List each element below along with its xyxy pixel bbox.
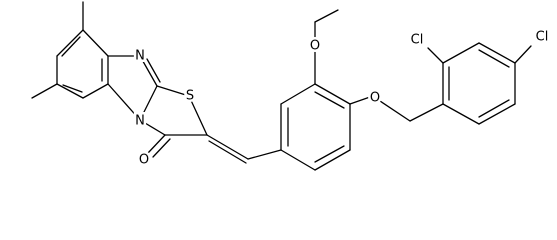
atom-label-layer: N N S O O O Cl Cl <box>133 27 551 170</box>
bond-carbonyl-b <box>152 138 171 158</box>
chemical-structure-diagram: N N S O O O Cl Cl <box>31 1 551 171</box>
atom-label-s-ring: S <box>186 89 194 104</box>
bond-aryl-5 <box>314 149 351 171</box>
bond-benzo-4-inner <box>62 84 83 93</box>
bond-benzo-2-inner <box>61 36 81 57</box>
bond-dcp-6 <box>442 103 480 125</box>
bond-cl-ortho <box>427 47 444 64</box>
bond-aryl-5-inner <box>314 145 345 163</box>
bond-dcp-3-inner <box>478 49 510 68</box>
bond-dcp-5 <box>478 103 516 125</box>
bond-dcp-2 <box>442 42 480 64</box>
bond-vinyl-aryl <box>247 149 282 160</box>
bond-aryl-3 <box>314 83 351 105</box>
bond-benzo-2 <box>56 29 84 57</box>
bond-benzo-5 <box>82 83 109 99</box>
atom-label-o-carbonyl: O <box>139 153 149 168</box>
bond-aryl-2 <box>280 83 316 105</box>
bond-ether-3 <box>409 103 444 122</box>
bond-aryl-3-inner <box>314 91 345 109</box>
bond-thz-2 <box>188 95 208 136</box>
bond-ether-2 <box>379 100 411 122</box>
bond-imid-2-inner <box>146 58 161 83</box>
atom-label-n-bridge: N <box>135 114 145 129</box>
bond-methyl-left <box>31 83 58 99</box>
atom-label-cl-ortho: Cl <box>411 33 424 48</box>
bond-benzo-1 <box>82 29 109 57</box>
bond-aryl-6 <box>280 149 316 171</box>
bond-dcp-3 <box>478 42 516 64</box>
bond-imid-2 <box>139 55 158 87</box>
bond-benzo-4 <box>56 83 84 99</box>
bond-cl-para <box>514 45 532 64</box>
bond-methoxy-3 <box>314 9 339 23</box>
bond-thz-4 <box>139 119 166 136</box>
atom-label-n-imine: N <box>135 49 145 64</box>
atom-label-o-ether: O <box>370 91 380 106</box>
bond-exo-b <box>208 140 247 164</box>
bond-layer <box>31 1 532 171</box>
bond-imid-4 <box>107 83 141 121</box>
bond-thz-1 <box>156 85 190 97</box>
atom-label-o-methoxy: O <box>310 39 320 54</box>
bond-imid-3 <box>139 85 158 121</box>
bond-exo-a <box>206 134 249 160</box>
atom-label-cl-para: Cl <box>536 30 549 45</box>
bond-dcp-5-inner <box>478 99 510 118</box>
bond-carbonyl-a <box>147 134 166 154</box>
bond-ether-1 <box>349 96 371 105</box>
